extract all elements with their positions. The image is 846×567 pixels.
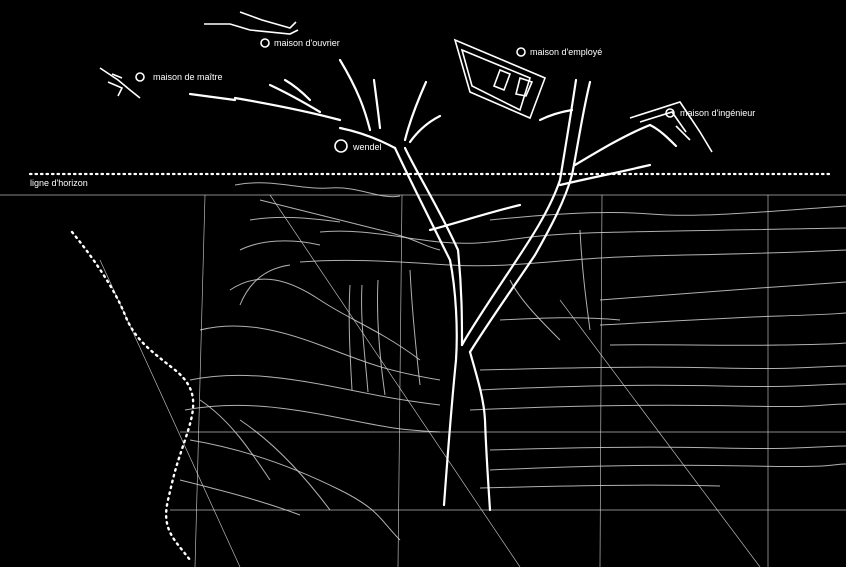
building-ouvrier	[239, 11, 297, 29]
perspective-grid	[0, 194, 846, 567]
stratum	[489, 205, 846, 221]
label-maison-ingenieur: maison d'ingénieur	[680, 108, 755, 118]
marker-maison-ingenieur	[665, 108, 675, 118]
tree-branch	[268, 83, 322, 114]
grid-line	[397, 194, 403, 567]
building-employe	[460, 48, 531, 112]
stratum	[479, 365, 846, 371]
stratum	[234, 182, 401, 198]
building-employe	[492, 68, 512, 92]
tree-branch	[188, 92, 237, 102]
stratum	[376, 279, 386, 396]
grid-line	[599, 194, 603, 567]
tree-branch	[338, 126, 397, 150]
stratum	[239, 240, 321, 251]
horizon-label: ligne d'horizon	[30, 178, 88, 188]
stratum	[199, 325, 441, 381]
label-maison-maitre: maison de maître	[153, 72, 223, 82]
stratum	[319, 227, 846, 244]
stratum	[199, 399, 271, 481]
tree-branch	[408, 114, 442, 144]
stratum	[469, 403, 846, 411]
building-ingenieur	[675, 125, 691, 141]
tree-trunk	[483, 418, 492, 512]
tree-branch	[233, 96, 342, 122]
tree-trunk	[403, 146, 464, 347]
tree-branch	[558, 163, 652, 187]
tree-trunk	[393, 146, 458, 507]
marker-maison-maitre	[135, 72, 145, 82]
stratum	[299, 249, 846, 267]
stratum	[409, 269, 421, 386]
building-ingenieur	[629, 101, 713, 153]
label-maison-ouvrier: maison d'ouvrier	[274, 38, 340, 48]
stratum	[361, 284, 369, 393]
stratum	[259, 199, 441, 251]
building-maitre	[107, 81, 124, 97]
building-footprints	[99, 11, 713, 153]
stratum	[489, 445, 846, 451]
building-ouvrier	[204, 23, 299, 35]
building-maitre	[99, 67, 141, 99]
stratum	[348, 284, 353, 391]
marker-wendel	[334, 139, 348, 153]
label-maison-employe: maison d'employé	[530, 47, 602, 57]
tree-branch	[428, 203, 522, 232]
stratum	[189, 439, 401, 541]
building-maitre	[111, 73, 123, 79]
tree-structure	[188, 58, 678, 512]
tree-branch	[648, 123, 678, 148]
stratum	[599, 312, 846, 326]
stratum	[249, 216, 341, 223]
label-wendel: wendel	[352, 142, 382, 152]
stratum	[599, 281, 846, 301]
stratum	[579, 229, 591, 331]
stratum	[239, 264, 291, 306]
stratum	[489, 463, 846, 471]
tree-trunk	[468, 350, 487, 422]
tree-trunk	[460, 78, 578, 347]
tree-branch	[403, 80, 428, 142]
stratum	[184, 404, 441, 433]
tree-branch	[338, 58, 372, 132]
stratum	[179, 479, 301, 516]
grid-line	[269, 194, 521, 567]
stratum	[479, 383, 846, 391]
building-employe	[515, 76, 534, 97]
dotted-boundary	[70, 230, 195, 562]
tree-branch	[573, 123, 652, 167]
stratum	[479, 484, 721, 489]
grid-line	[99, 259, 241, 567]
tree-branch	[283, 78, 312, 102]
stratum	[609, 342, 846, 346]
grid-line	[559, 299, 761, 567]
stratum	[499, 317, 621, 321]
building-ingenieur	[639, 111, 687, 133]
tree-branch	[538, 108, 574, 122]
tree-branch	[372, 78, 382, 130]
marker-maison-ouvrier	[260, 38, 270, 48]
grid-line	[194, 194, 206, 567]
tree-trunk	[468, 80, 592, 354]
marker-maison-employe	[516, 47, 526, 57]
building-employe	[453, 38, 547, 120]
stratum	[239, 419, 331, 511]
stratum	[189, 374, 441, 406]
